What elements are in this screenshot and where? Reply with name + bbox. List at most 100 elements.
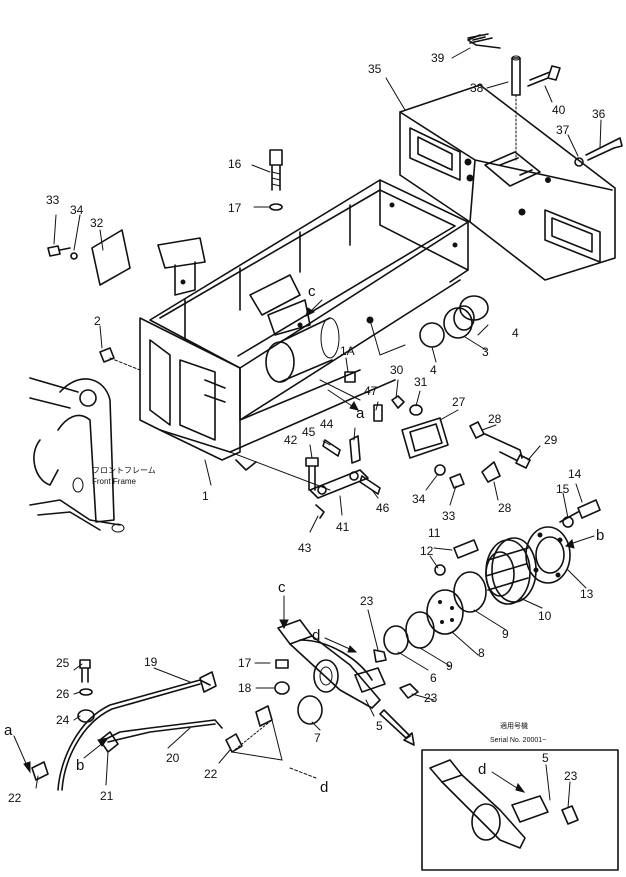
callout-18: 18 <box>238 681 252 695</box>
callout-38: 38 <box>470 81 484 95</box>
callout-41: 41 <box>336 520 350 534</box>
arrow-b-right <box>569 535 595 545</box>
callout-2: 2 <box>94 314 101 328</box>
callout-7: 7 <box>314 731 321 745</box>
pin-38 <box>511 57 521 96</box>
tube-19 <box>57 679 211 791</box>
letter-a-left: a <box>4 722 13 739</box>
callout-4b: 4 <box>430 363 437 377</box>
leader-lines <box>35 47 602 809</box>
callout-9a: 9 <box>502 627 509 641</box>
ring-9-lower <box>405 611 435 649</box>
callout-20: 20 <box>166 751 180 765</box>
callout-28a: 28 <box>488 412 502 426</box>
letter-b-right: b <box>596 527 604 544</box>
callout-1: 1 <box>202 489 209 503</box>
bushing-3 <box>443 307 473 339</box>
callout-12: 12 <box>420 544 434 558</box>
callout-31: 31 <box>414 375 428 389</box>
grease-fitting-23-upper <box>373 649 387 663</box>
callout-39: 39 <box>431 51 445 65</box>
callout-22a: 22 <box>8 791 22 805</box>
bolt-14 <box>559 499 601 523</box>
bushing-2 <box>99 347 115 363</box>
callout-22b: 22 <box>204 767 218 781</box>
letter-c-bottom: c <box>278 579 286 596</box>
callout-15: 15 <box>556 482 570 496</box>
letter-a-mid: a <box>356 405 365 422</box>
callout-34b: 34 <box>412 492 426 506</box>
callout-5-inset: 5 <box>542 751 549 765</box>
serial-en-label: Serial No. 20001~ <box>490 737 546 744</box>
callout-17b: 17 <box>238 656 252 670</box>
striped-arrow <box>379 709 415 746</box>
callout-6: 6 <box>430 671 437 685</box>
callout-44: 44 <box>320 417 334 431</box>
arrow-d-tube <box>289 767 317 779</box>
clip-28-lower <box>481 461 501 483</box>
ring-4-lower <box>419 322 445 348</box>
callout-45: 45 <box>302 425 316 439</box>
callout-19: 19 <box>144 655 158 669</box>
callout-37: 37 <box>556 123 570 137</box>
grease-fitting-23-lower <box>399 683 419 699</box>
washer-26 <box>79 688 93 696</box>
seal-7 <box>297 695 323 725</box>
callout-40: 40 <box>552 103 566 117</box>
washer-34-mid <box>434 464 446 476</box>
washer-17 <box>269 203 283 211</box>
callout-29: 29 <box>544 433 558 447</box>
callout-30: 30 <box>390 363 404 377</box>
tube-20 <box>107 719 223 739</box>
front-frame-assembly <box>139 179 469 471</box>
callout-42: 42 <box>284 433 298 447</box>
shim-8 <box>426 589 464 635</box>
callout-43: 43 <box>298 541 312 555</box>
plate-41 <box>309 469 369 499</box>
plate-32 <box>91 229 131 286</box>
callout-25: 25 <box>56 656 70 670</box>
callout-32: 32 <box>90 216 104 230</box>
arrow-d-bracket <box>324 637 353 651</box>
inset-bracket <box>429 759 579 849</box>
bolt-33-mid <box>449 473 465 489</box>
callout-3: 3 <box>482 345 489 359</box>
serial-inset-box <box>421 749 619 871</box>
callout-23b: 23 <box>424 691 438 705</box>
counterweight <box>399 84 616 281</box>
callout-13: 13 <box>580 587 594 601</box>
washer-12 <box>434 564 446 576</box>
clip-28-upper <box>469 421 485 439</box>
callout-28b: 28 <box>498 501 512 515</box>
loader-arm-outline: フロントフレーム Front Frame <box>29 377 156 533</box>
callout-23a: 23 <box>360 594 374 608</box>
bolt-33 <box>47 245 71 257</box>
part-47 <box>373 404 383 422</box>
fitting-22-left <box>31 761 49 781</box>
callout-35: 35 <box>368 62 382 76</box>
seal-6 <box>383 625 409 655</box>
callout-10: 10 <box>538 609 552 623</box>
part-30 <box>391 395 405 409</box>
pin-46 <box>359 475 381 495</box>
letter-d-inset: d <box>478 761 486 778</box>
callout-24: 24 <box>56 713 70 727</box>
arrow-letter-labels: a a b b c c d d d <box>4 283 604 796</box>
arrow-a-mid <box>327 389 356 409</box>
letter-b-left: b <box>76 757 84 774</box>
letter-d-tube: d <box>320 779 328 796</box>
washer-37 <box>574 157 584 167</box>
callout-16: 16 <box>228 157 242 171</box>
washer-15 <box>562 516 574 528</box>
callout-9b: 9 <box>446 659 453 673</box>
letter-c-top: c <box>308 283 316 300</box>
callout-labels: 1 1A 2 3 4 4 5 5 6 7 8 9 9 10 11 12 13 1… <box>8 51 606 805</box>
callout-33: 33 <box>46 193 60 207</box>
callout-46: 46 <box>376 501 390 515</box>
washer-34 <box>70 252 78 260</box>
front-frame-en-label: Front Frame <box>92 477 137 486</box>
bolt-42 <box>305 457 319 491</box>
center-bracket-5 <box>277 619 386 709</box>
callout-33b: 33 <box>442 509 456 523</box>
